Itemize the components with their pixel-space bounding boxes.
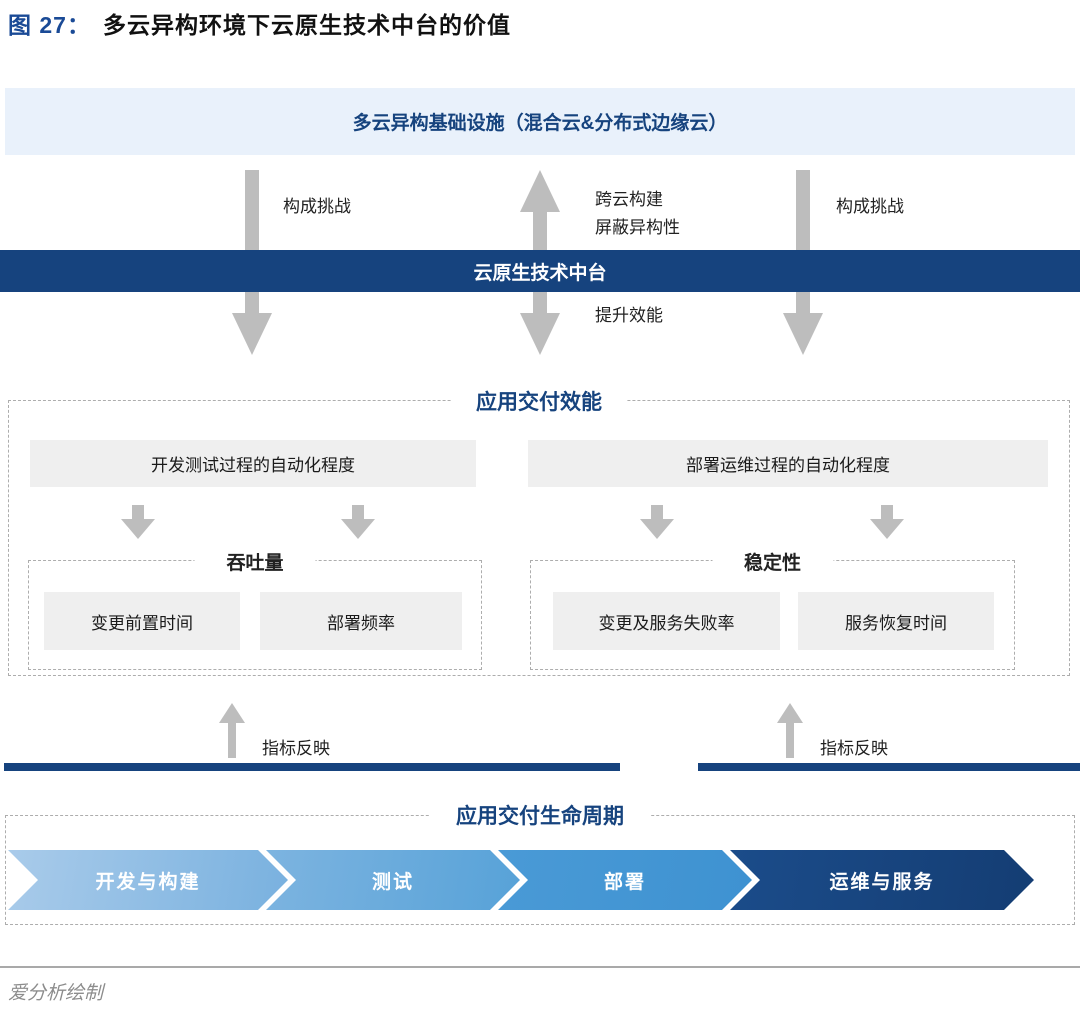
small-down-arrow-icon <box>640 505 674 539</box>
metric-lead-time-box: 变更前置时间 <box>44 592 240 650</box>
left-challenge-label: 构成挑战 <box>283 197 351 216</box>
center-down-arrow-icon <box>520 292 560 355</box>
lifecycle-stage-label: 运维与服务 <box>829 871 935 893</box>
lifecycle-stage-deploy: 部署 <box>498 850 752 910</box>
cross-cloud-label-line1: 跨云构建 <box>595 190 663 209</box>
dev-test-automation-label: 开发测试过程的自动化程度 <box>151 456 355 475</box>
arrow-stem <box>533 292 547 313</box>
metric-lead-time-label: 变更前置时间 <box>91 613 193 633</box>
improve-efficiency-label: 提升效能 <box>595 306 663 325</box>
lifecycle-stage-label: 测试 <box>371 871 414 893</box>
metric-deploy-frequency-box: 部署频率 <box>260 592 462 650</box>
arrow-stem <box>651 505 663 519</box>
arrow-stem <box>132 505 144 519</box>
stability-box-title: 稳定性 <box>711 548 834 575</box>
lifecycle-stage-test: 测试 <box>266 850 520 910</box>
indicator-up-arrow-icon <box>777 703 803 758</box>
tech-middle-platform-banner: 云原生技术中台 <box>0 250 1080 292</box>
lifecycle-box: 应用交付生命周期 <box>5 800 1075 925</box>
arrow-head-down-icon <box>870 519 904 539</box>
cross-cloud-label: 跨云构建 屏蔽异构性 <box>595 186 680 242</box>
metric-recovery-time-label: 服务恢复时间 <box>845 613 947 633</box>
footer-divider <box>0 966 1080 968</box>
indicator-right-label: 指标反映 <box>820 739 888 758</box>
small-down-arrow-icon <box>341 505 375 539</box>
arrow-head-down-icon <box>232 313 272 355</box>
arrow-head-up-icon <box>777 703 803 723</box>
effectiveness-box: 应用交付效能 <box>8 386 1070 676</box>
arrow-head-down-icon <box>783 313 823 355</box>
deploy-ops-automation-label: 部署运维过程的自动化程度 <box>686 456 890 475</box>
footer-credit: 爱分析绘制 <box>8 983 104 1004</box>
arrow-stem <box>533 212 547 250</box>
cross-cloud-label-line2: 屏蔽异构性 <box>595 218 680 237</box>
right-challenge-label: 构成挑战 <box>836 197 904 216</box>
metric-deploy-frequency-label: 部署频率 <box>327 613 395 633</box>
infrastructure-banner: 多云异构基础设施（混合云&分布式边缘云） <box>5 88 1075 155</box>
indicator-left-label: 指标反映 <box>262 739 330 758</box>
arrow-head-down-icon <box>121 519 155 539</box>
lifecycle-stage-label: 开发与构建 <box>95 871 201 893</box>
arrow-head-down-icon <box>640 519 674 539</box>
deploy-ops-automation-box: 部署运维过程的自动化程度 <box>528 440 1048 487</box>
infrastructure-banner-label: 多云异构基础设施（混合云&分布式边缘云） <box>352 113 728 134</box>
arrow-stem <box>352 505 364 519</box>
throughput-box-title: 吞吐量 <box>194 548 316 575</box>
arrow-stem <box>786 723 794 758</box>
metric-recovery-time-box: 服务恢复时间 <box>798 592 994 650</box>
center-up-arrow-icon <box>520 170 560 250</box>
lifecycle-stage-ops-service: 运维与服务 <box>730 850 1034 910</box>
left-divider-bar <box>4 763 620 771</box>
figure-number-label: 图 27： <box>8 12 91 38</box>
stability-box: 稳定性 <box>530 548 1015 670</box>
arrow-stem <box>881 505 893 519</box>
arrow-head-up-icon <box>219 703 245 723</box>
metric-change-failure-rate-label: 变更及服务失败率 <box>598 613 735 633</box>
indicator-up-arrow-icon <box>219 703 245 758</box>
lifecycle-stage-dev-build: 开发与构建 <box>8 850 288 910</box>
figure-title: 图 27： 多云异构环境下云原生技术中台的价值 <box>8 6 511 40</box>
arrow-head-down-icon <box>520 313 560 355</box>
metric-change-failure-rate-box: 变更及服务失败率 <box>553 592 780 650</box>
effectiveness-box-title: 应用交付效能 <box>452 386 626 416</box>
small-down-arrow-icon <box>121 505 155 539</box>
tech-banner-label: 云原生技术中台 <box>473 262 607 284</box>
lifecycle-stage-label: 部署 <box>603 871 646 893</box>
arrow-head-down-icon <box>341 519 375 539</box>
arrow-head-up-icon <box>520 170 560 212</box>
small-down-arrow-icon <box>870 505 904 539</box>
throughput-box: 吞吐量 <box>28 548 482 670</box>
arrow-stem <box>228 723 236 758</box>
dev-test-automation-box: 开发测试过程的自动化程度 <box>30 440 476 487</box>
figure-title-text: 多云异构环境下云原生技术中台的价值 <box>102 12 511 38</box>
lifecycle-box-title: 应用交付生命周期 <box>430 800 650 830</box>
right-divider-bar <box>698 763 1080 771</box>
